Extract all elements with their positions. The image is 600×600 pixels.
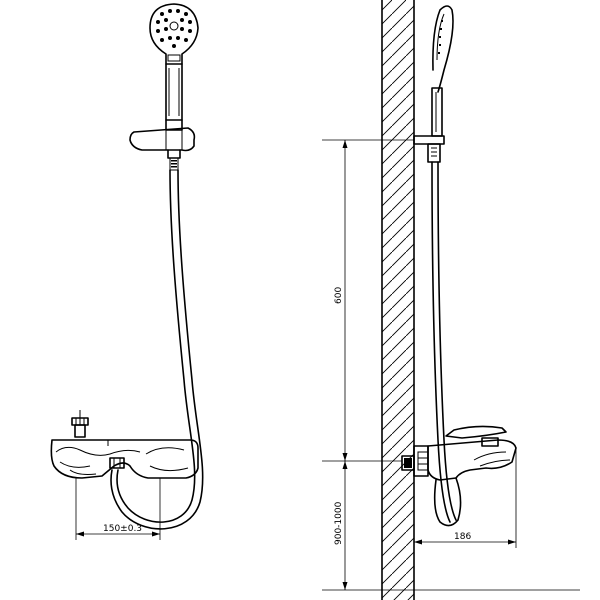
hose-side — [431, 161, 457, 523]
dimension-mixer-spacing: 150±0.3 — [75, 478, 161, 540]
dimension-label-600: 600 — [334, 287, 344, 304]
bracket-side — [413, 135, 445, 163]
hose-connector-top — [167, 149, 181, 171]
hand-shower-head — [149, 3, 199, 65]
hose-outlet-nut — [109, 457, 125, 469]
dimension-label-900-1000: 900-1000 — [334, 501, 344, 545]
mixer-side — [401, 425, 517, 527]
bath-mixer-body — [50, 439, 199, 479]
dimension-bracket-height: 600 — [322, 139, 414, 462]
wall-section — [381, 0, 415, 600]
dimension-mixer-height: 900-1000 — [322, 461, 580, 591]
dimension-wall-projection: 186 — [413, 448, 517, 548]
dimension-label-spacing: 150±0.3 — [103, 524, 142, 534]
hand-shower-side — [431, 5, 454, 137]
shower-bracket — [129, 127, 196, 152]
spray-nozzles — [156, 9, 192, 48]
front-view: 150±0.3 — [50, 3, 204, 540]
shower-hose — [110, 169, 204, 530]
diverter-knob — [71, 410, 89, 438]
side-view: 600 900-1000 186 — [322, 0, 580, 600]
shower-handle — [165, 63, 183, 131]
dimension-label-186: 186 — [454, 532, 471, 542]
